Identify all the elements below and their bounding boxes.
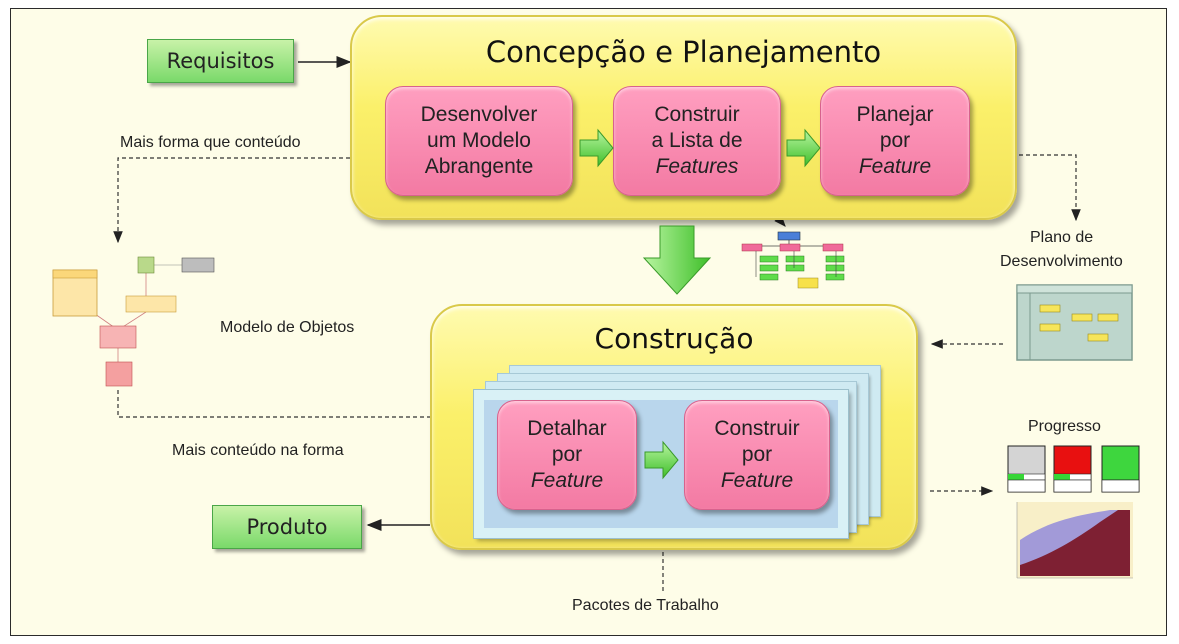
step4-line3: Feature [530,469,604,492]
step3-line3: Feature [858,155,932,178]
dashed-forma-to-model [113,157,385,244]
step-detalhar: Detalhar por Feature [497,400,637,510]
step-construir-feature: Construir por Feature [684,400,830,510]
step3-line2: por [879,129,911,152]
green-arrow-down [642,225,712,295]
step5-line3: Feature [720,469,794,492]
green-arrow-1 [579,128,614,168]
produto-label: Produto [246,515,328,539]
step2-line3: Features [655,155,739,178]
label-pacotes: Pacotes de Trabalho [572,597,719,614]
step2-line1: Construir [654,103,740,126]
label-mais-conteudo: Mais conteúdo na forma [172,442,344,459]
step1-line1: Desenvolver [420,103,538,126]
label-plano-line1: Plano de [1030,229,1094,246]
step2-line2: a Lista de [651,129,743,152]
dashed-model-to-detalhar [117,390,495,418]
step4-line2: por [551,443,583,466]
produto-box: Produto [212,505,362,549]
step-construir-lista: Construir a Lista de Features [613,86,781,196]
requisitos-label: Requisitos [166,49,275,73]
green-arrow-3 [644,440,679,480]
label-mais-forma: Mais forma que conteúdo [120,134,301,151]
label-plano-line2: Desenvolvimento [1000,253,1123,270]
step4-line1: Detalhar [527,417,607,440]
step5-line2: por [741,443,773,466]
step-planejar: Planejar por Feature [820,86,970,196]
phase1-title: Concepção e Planejamento [485,35,882,69]
phase2-title: Construção [594,322,754,355]
label-modelo-objetos: Modelo de Objetos [220,319,355,336]
step5-line1: Construir [714,417,800,440]
requisitos-box: Requisitos [147,39,294,83]
step1-line2: um Modelo [427,129,531,152]
green-arrow-2 [786,128,821,168]
step1-line3: Abrangente [424,155,534,178]
step-desenvolver-modelo: Desenvolver um Modelo Abrangente [385,86,573,196]
step3-line1: Planejar [856,103,934,126]
label-progresso: Progresso [1028,418,1101,435]
